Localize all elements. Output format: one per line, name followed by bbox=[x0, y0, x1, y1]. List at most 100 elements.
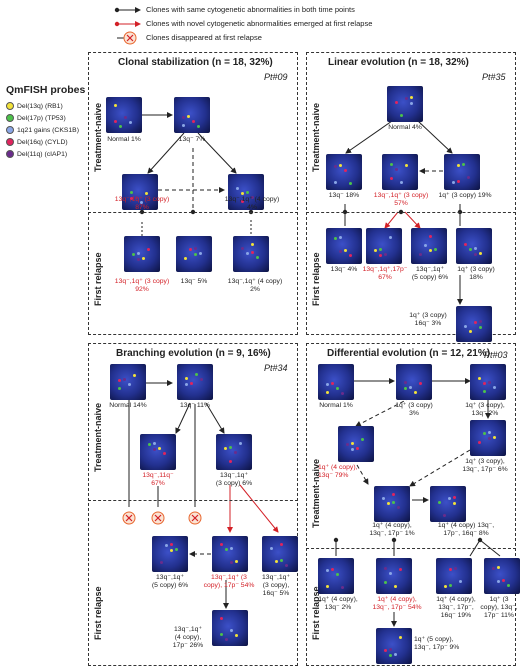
cell-image bbox=[106, 97, 142, 133]
disappeared-markers bbox=[122, 511, 202, 525]
fish-signal-dot bbox=[492, 567, 495, 570]
fish-signal-dot bbox=[351, 442, 354, 445]
patient-id: Pt#34 bbox=[264, 363, 288, 373]
panel-linear-evolution bbox=[306, 52, 516, 335]
fish-signal-dot bbox=[197, 125, 200, 128]
fish-signal-dot bbox=[118, 387, 121, 390]
fish-signal-dot bbox=[392, 501, 395, 504]
legend-novel-line bbox=[114, 21, 141, 27]
fish-signal-dot bbox=[241, 247, 244, 250]
fish-signal-dot bbox=[405, 164, 408, 167]
fish-signal-dot bbox=[241, 200, 244, 203]
fish-signal-dot bbox=[132, 253, 135, 256]
fish-signal-dot bbox=[195, 373, 198, 376]
cell-image bbox=[326, 154, 362, 190]
fish-signal-dot bbox=[234, 451, 237, 454]
cell-image bbox=[262, 536, 298, 572]
fish-signal-dot bbox=[478, 441, 481, 444]
fish-signal-dot bbox=[384, 649, 387, 652]
fish-signal-dot bbox=[507, 584, 510, 587]
cell-image bbox=[387, 86, 423, 122]
fish-signal-dot bbox=[341, 586, 344, 589]
clone-label: 13q⁻ 18% bbox=[328, 192, 360, 199]
fish-signal-dot bbox=[502, 579, 505, 582]
clone-label: 13q⁻,1q⁺ (3 copy), 17p⁻ 54% bbox=[203, 574, 255, 589]
fish-signal-dot bbox=[199, 252, 202, 255]
probe-item: Del(16q) (CYLD) bbox=[6, 138, 79, 146]
fish-signal-dot bbox=[419, 382, 422, 385]
fish-signal-dot bbox=[346, 443, 349, 446]
clone-label: 13q⁻,1q⁺ (4 copy), 17p⁻ 26% bbox=[172, 626, 204, 649]
fish-signal-dot bbox=[230, 547, 233, 550]
clone-label: 13q⁻ 7% bbox=[178, 136, 206, 143]
fish-signal-dot bbox=[344, 169, 347, 172]
fish-signal-dot bbox=[118, 379, 121, 382]
fish-signal-dot bbox=[123, 378, 126, 381]
fish-signal-dot bbox=[400, 181, 403, 184]
cell-image bbox=[233, 236, 269, 272]
fish-signal-dot bbox=[170, 549, 173, 552]
cell-image bbox=[376, 628, 412, 664]
panel-title: Clonal stabilization (n = 18, 32%) bbox=[118, 57, 273, 68]
fish-signal-dot bbox=[158, 447, 161, 450]
panel-title: Linear evolution (n = 18, 32%) bbox=[328, 57, 469, 68]
fish-signal-dot bbox=[397, 506, 400, 509]
fish-signal-dot bbox=[384, 567, 387, 570]
panel-divider bbox=[88, 212, 298, 213]
cell-image bbox=[122, 174, 158, 210]
fish-signal-dot bbox=[394, 653, 397, 656]
cell-image bbox=[470, 420, 506, 456]
clone-label: 13q⁻,1q⁺ (3 copy) 6% bbox=[215, 472, 253, 487]
fish-signal-dot bbox=[334, 165, 337, 168]
fish-signal-dot bbox=[395, 101, 398, 104]
fish-signal-dot bbox=[349, 254, 352, 257]
fish-signal-dot bbox=[443, 514, 446, 517]
fish-signal-dot bbox=[163, 452, 166, 455]
fish-signal-dot bbox=[129, 121, 132, 124]
cell-image bbox=[374, 486, 410, 522]
clone-label: 13q⁻,1q⁺ (3 copy) 57% bbox=[373, 192, 429, 207]
fish-signal-dot bbox=[331, 568, 334, 571]
cell-image bbox=[318, 558, 354, 594]
clone-label: 1q⁺ (4 copy), 13q⁻ 79% bbox=[318, 464, 358, 479]
fish-signal-dot bbox=[449, 568, 452, 571]
clone-label: Normal 14% bbox=[109, 402, 147, 409]
clone-label: 13q⁻,1q⁺ (3 copy) 87% bbox=[114, 196, 170, 211]
side-label-relapse: First relapse bbox=[93, 252, 103, 306]
fish-signal-dot bbox=[379, 248, 382, 251]
panel-divider bbox=[88, 500, 298, 501]
cell-image bbox=[366, 228, 402, 264]
fish-signal-dot bbox=[434, 248, 437, 251]
fish-signal-dot bbox=[457, 164, 460, 167]
legend-disappeared-text: Clones disappeared at first relapse bbox=[146, 33, 262, 42]
fish-signal-dot bbox=[182, 116, 185, 119]
fish-signal-dot bbox=[246, 191, 249, 194]
fish-signal-dot bbox=[326, 391, 329, 394]
cell-image bbox=[338, 426, 374, 462]
clone-label: 1q⁺ (4 copy), 13q⁻, 17p⁻, 16q⁻ 19% bbox=[436, 596, 476, 619]
side-label-relapse: First relapse bbox=[311, 586, 321, 640]
fish-signal-dot bbox=[488, 437, 491, 440]
fish-signal-dot bbox=[190, 382, 193, 385]
fish-signal-dot bbox=[464, 243, 467, 246]
cell-image bbox=[411, 228, 447, 264]
fish-signal-dot bbox=[404, 387, 407, 390]
fish-signal-dot bbox=[220, 543, 223, 546]
fish-signal-dot bbox=[220, 633, 223, 636]
fish-signal-dot bbox=[225, 548, 228, 551]
fish-signal-dot bbox=[384, 581, 387, 584]
fish-signal-dot bbox=[395, 168, 398, 171]
panel-divider bbox=[306, 548, 516, 549]
fish-signal-dot bbox=[390, 163, 393, 166]
cell-image bbox=[152, 536, 188, 572]
fish-signal-dot bbox=[256, 256, 259, 259]
cell-image bbox=[176, 236, 212, 272]
fish-signal-dot bbox=[148, 443, 151, 446]
patient-id: Pt#35 bbox=[482, 72, 506, 82]
fish-signal-dot bbox=[474, 247, 477, 250]
fish-signal-dot bbox=[464, 325, 467, 328]
fish-signal-dot bbox=[246, 252, 249, 255]
fish-signal-dot bbox=[236, 187, 239, 190]
fish-signal-dot bbox=[449, 584, 452, 587]
